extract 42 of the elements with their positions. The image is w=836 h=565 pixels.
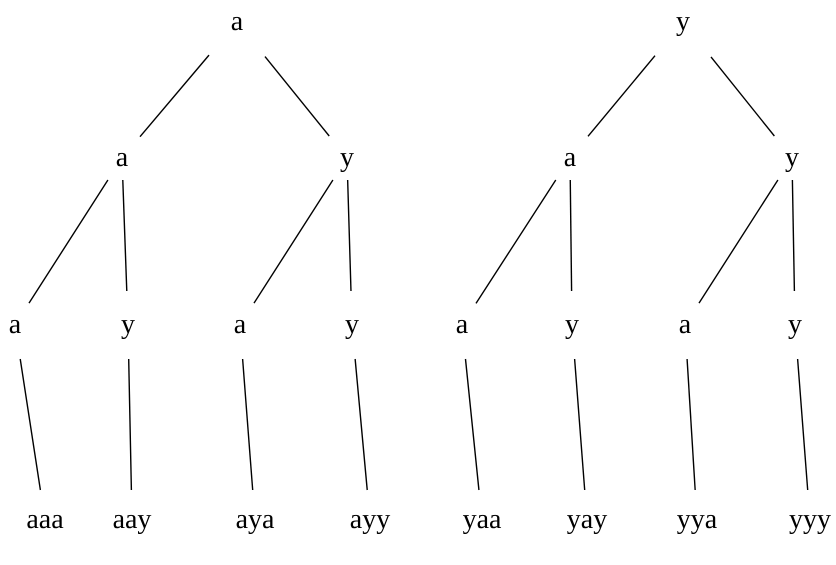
connector-line [128, 358, 132, 490]
tree-label: aya [236, 506, 274, 534]
tree-label: a [230, 8, 244, 36]
connector-line [464, 358, 480, 490]
connector-line [354, 358, 368, 490]
connector-line [587, 55, 656, 137]
tree-label: a [678, 311, 692, 339]
connector-line [20, 358, 42, 490]
tree-label: yaa [462, 506, 502, 534]
connector-line [28, 180, 108, 304]
tree-label: y [676, 8, 690, 36]
connector-line [710, 56, 775, 136]
tree-label: a [456, 311, 468, 339]
connector-line [796, 358, 808, 490]
tree-label: a [8, 311, 22, 339]
connector-line [122, 180, 128, 292]
tree-label: y [340, 144, 354, 172]
connector-line [139, 54, 210, 138]
tree-label: y [345, 311, 359, 339]
connector-line [346, 180, 352, 292]
connector-line [574, 358, 586, 490]
tree-label: y [565, 311, 579, 339]
tree-label: yyy [789, 506, 831, 534]
tree-label: yya [676, 506, 718, 534]
tree-label: yay [566, 506, 608, 534]
tree-label: ayy [350, 506, 390, 534]
tree-label: a [234, 311, 246, 339]
tree-label: aaa [26, 506, 64, 534]
connector-line [792, 180, 796, 292]
connector-line [242, 358, 254, 490]
connector-line [570, 180, 572, 291]
connector-line [264, 56, 330, 136]
tree-label: y [788, 311, 802, 339]
tree-label: y [785, 144, 799, 172]
tree-label: a [564, 144, 576, 172]
tree-label: a [116, 144, 128, 172]
connector-line [698, 180, 778, 304]
tree-label: aay [112, 506, 152, 534]
connector-line [686, 358, 696, 490]
connector-line [253, 180, 334, 304]
tree-label: y [121, 311, 135, 339]
connector-line [475, 180, 556, 304]
